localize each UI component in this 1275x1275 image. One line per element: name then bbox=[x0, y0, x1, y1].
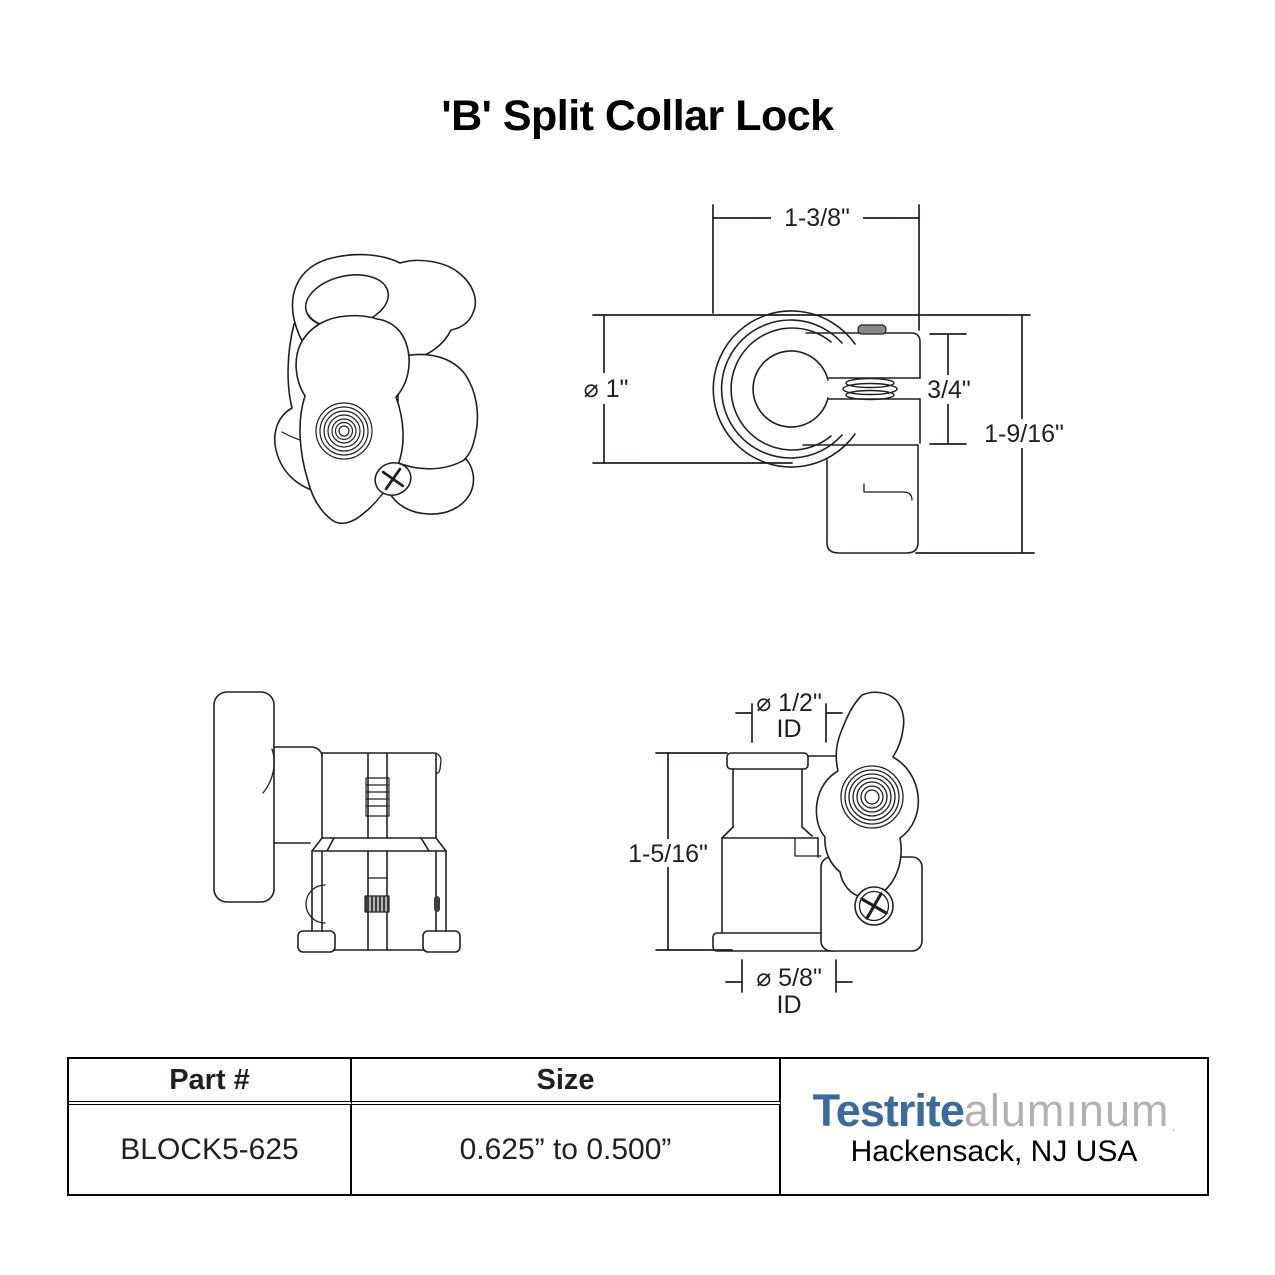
set-screw-top-icon bbox=[857, 324, 887, 335]
side-view-dimensioned: 1-3/8" ⌀ 1" 3/4" 1-9/16" bbox=[577, 200, 1067, 554]
brand-name-secondary: alumınum bbox=[963, 1085, 1170, 1136]
phillips-screw-icon bbox=[374, 461, 412, 497]
lower-thread-icon bbox=[364, 895, 390, 913]
dim-clamp-height: 3/4" bbox=[927, 376, 971, 404]
table-header-part: Part # bbox=[69, 1059, 352, 1105]
dim-bottom-inner-diameter: ⌀ 5/8" bbox=[756, 964, 822, 992]
screw-tip-icon bbox=[434, 896, 440, 912]
table-value-size: 0.625” to 0.500” bbox=[352, 1105, 781, 1194]
dim-overall-height: 1-5/16" bbox=[628, 840, 708, 868]
knob-spiral-icon bbox=[840, 765, 904, 829]
dim-top-inner-diameter: ⌀ 1/2" bbox=[756, 689, 822, 717]
knob-spiral-icon bbox=[315, 402, 373, 460]
page-title: 'B' Split Collar Lock bbox=[441, 92, 834, 140]
brand-mark: . bbox=[1171, 1118, 1176, 1134]
clamp-screw-thread-icon bbox=[842, 377, 898, 401]
dim-width: 1-3/8" bbox=[784, 204, 850, 232]
isometric-view bbox=[274, 253, 479, 525]
elevation-view-dimensioned: ⌀ 1/2" ID 1-5/16" ⌀ 5/8" ID bbox=[622, 689, 923, 1019]
table-value-part: BLOCK5-625 bbox=[69, 1105, 352, 1194]
dim-top-id-label: ID bbox=[777, 715, 802, 743]
brand-location: Hackensack, NJ USA bbox=[850, 1135, 1138, 1168]
dim-bottom-id-label: ID bbox=[777, 991, 802, 1019]
brand-name-primary: Testrite bbox=[812, 1085, 965, 1136]
dim-outer-diameter: ⌀ 1" bbox=[584, 375, 629, 403]
table-header-size: Size bbox=[352, 1059, 781, 1105]
dim-overall-height: 1-9/16" bbox=[984, 420, 1064, 448]
front-view bbox=[213, 691, 461, 953]
upper-thread-icon bbox=[365, 777, 390, 817]
phillips-screw-icon bbox=[854, 886, 894, 926]
